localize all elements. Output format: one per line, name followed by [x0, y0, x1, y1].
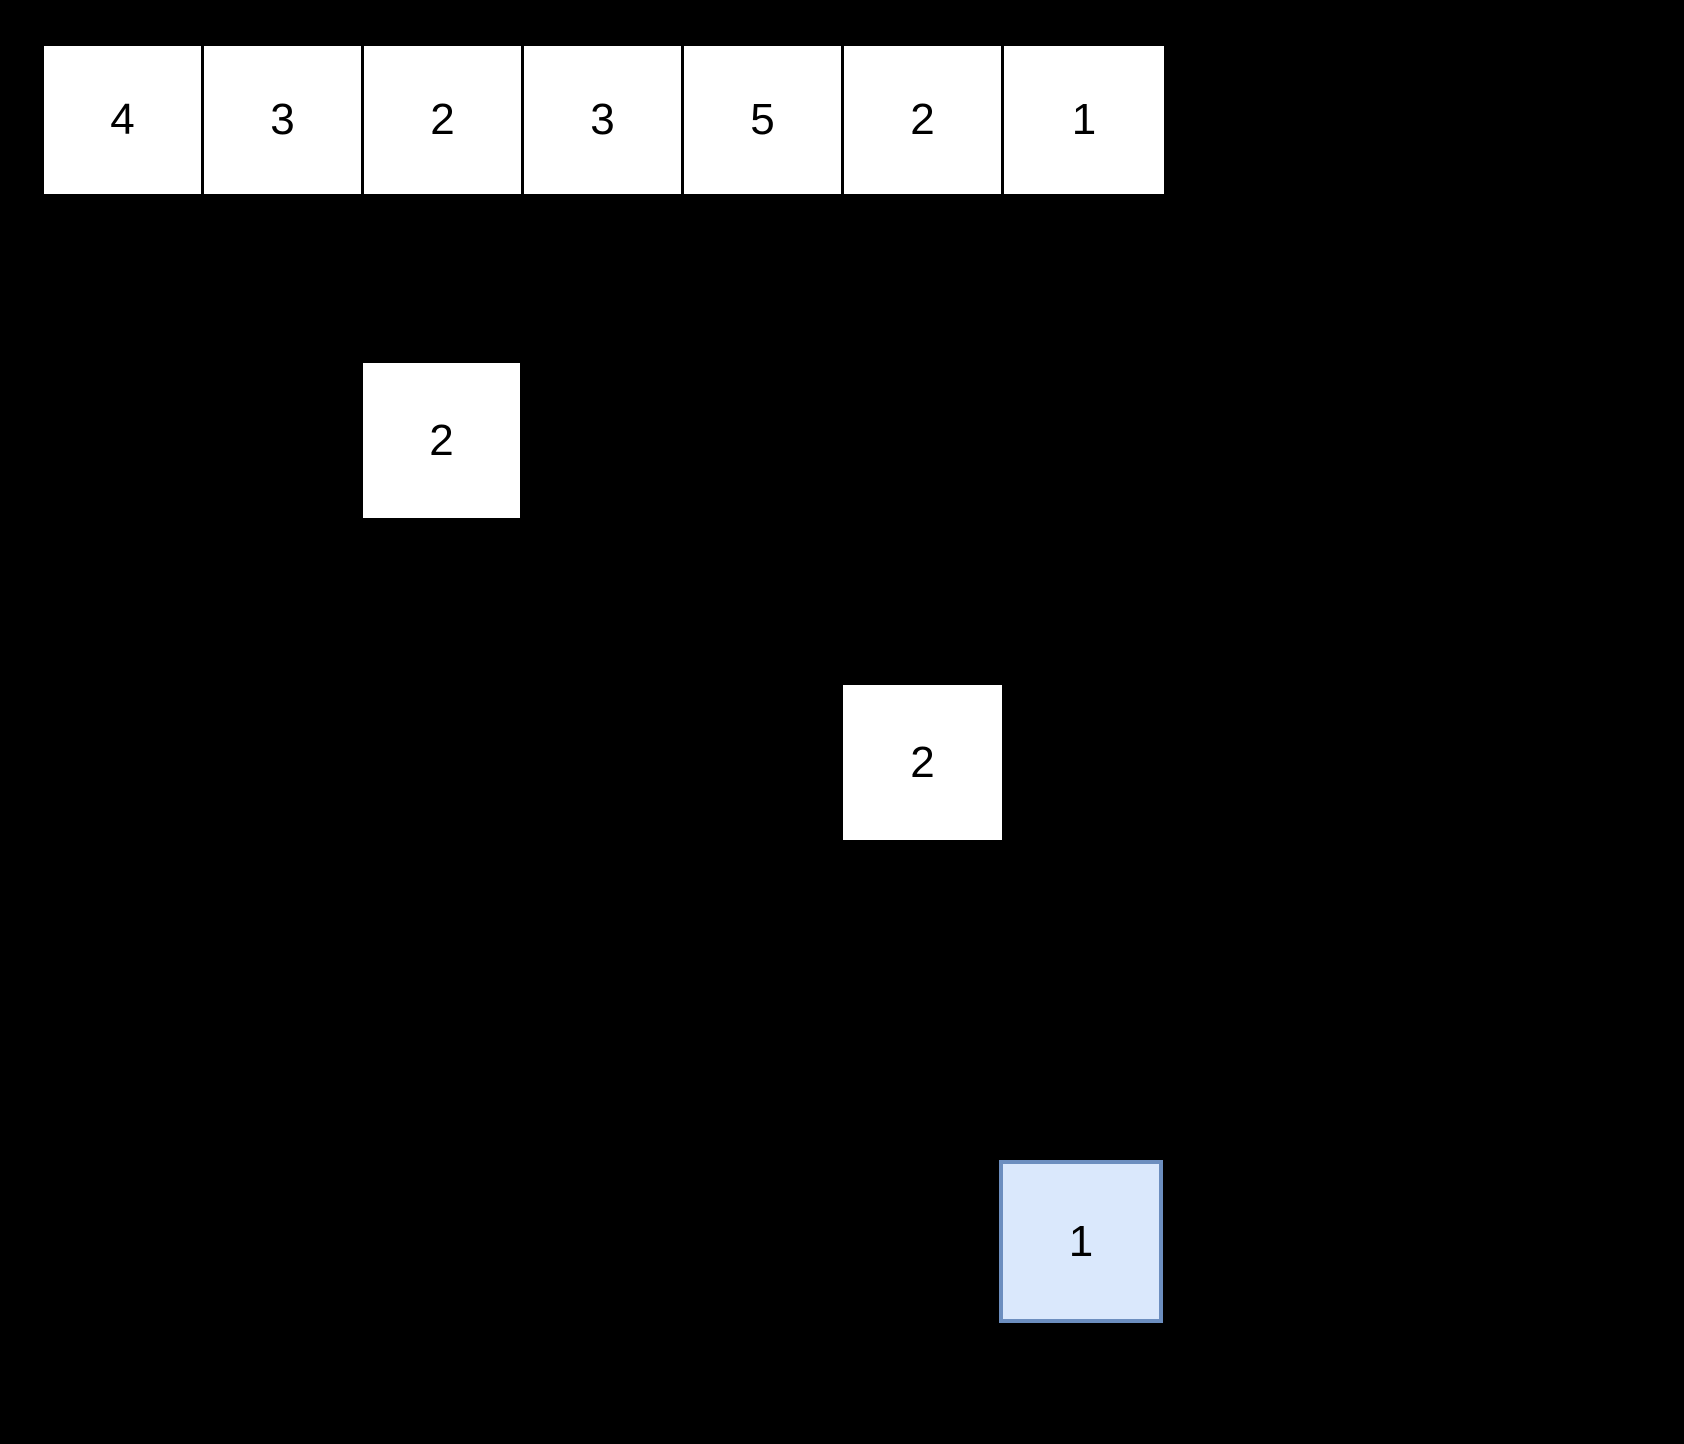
node-2-left[interactable]: 2: [363, 363, 520, 518]
array-cell[interactable]: 2: [844, 46, 1004, 194]
node-value: 1: [1068, 1216, 1094, 1266]
array-cell-value: 2: [430, 95, 455, 144]
array-cell[interactable]: 3: [204, 46, 364, 194]
input-array: 4 3 2 3 5 2 1: [41, 43, 1167, 197]
array-cell-value: 4: [110, 95, 135, 144]
array-cell[interactable]: 2: [364, 46, 524, 194]
array-cell-value: 5: [750, 95, 775, 144]
array-cell[interactable]: 4: [44, 46, 204, 194]
array-cell[interactable]: 1: [1004, 46, 1164, 194]
array-cell[interactable]: 3: [524, 46, 684, 194]
array-cell-value: 1: [1071, 95, 1097, 144]
node-value: 2: [429, 415, 454, 465]
array-cell-value: 2: [910, 95, 935, 144]
array-cell[interactable]: 5: [684, 46, 844, 194]
array-cell-value: 3: [270, 95, 295, 144]
node-1-selected[interactable]: 1: [999, 1160, 1163, 1323]
node-2-right[interactable]: 2: [843, 685, 1002, 840]
array-cell-value: 3: [590, 95, 615, 144]
node-value: 2: [910, 737, 935, 787]
